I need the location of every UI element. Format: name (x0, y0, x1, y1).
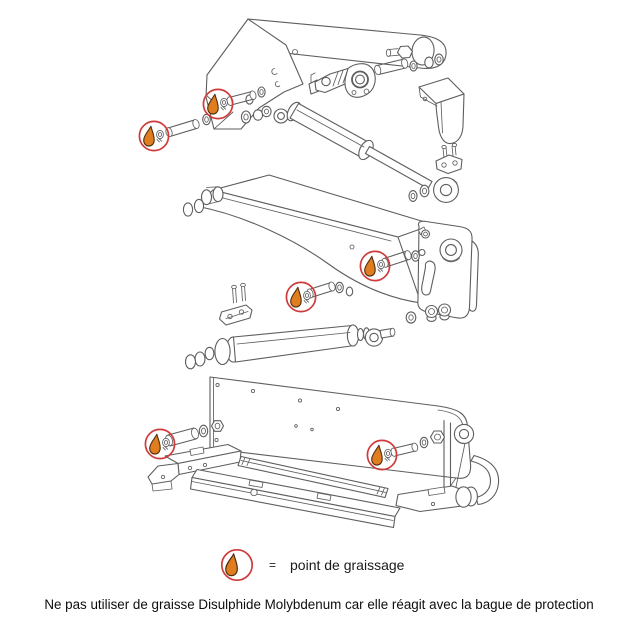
grease-droplet-icon (220, 548, 254, 582)
exploded-parts-diagram (138, 18, 500, 529)
legend-equals: = (269, 558, 277, 572)
legend-label: point de graissage (290, 557, 405, 573)
main-arm-assembly (182, 174, 479, 370)
grease-point-marker-1 (138, 120, 170, 152)
upper-boom-assembly (165, 18, 465, 203)
footer-note: Ne pas utiliser de graisse Disulphide Mo… (44, 597, 594, 612)
base-frame-assembly (147, 376, 500, 529)
legend: = point de graissage (218, 546, 404, 584)
